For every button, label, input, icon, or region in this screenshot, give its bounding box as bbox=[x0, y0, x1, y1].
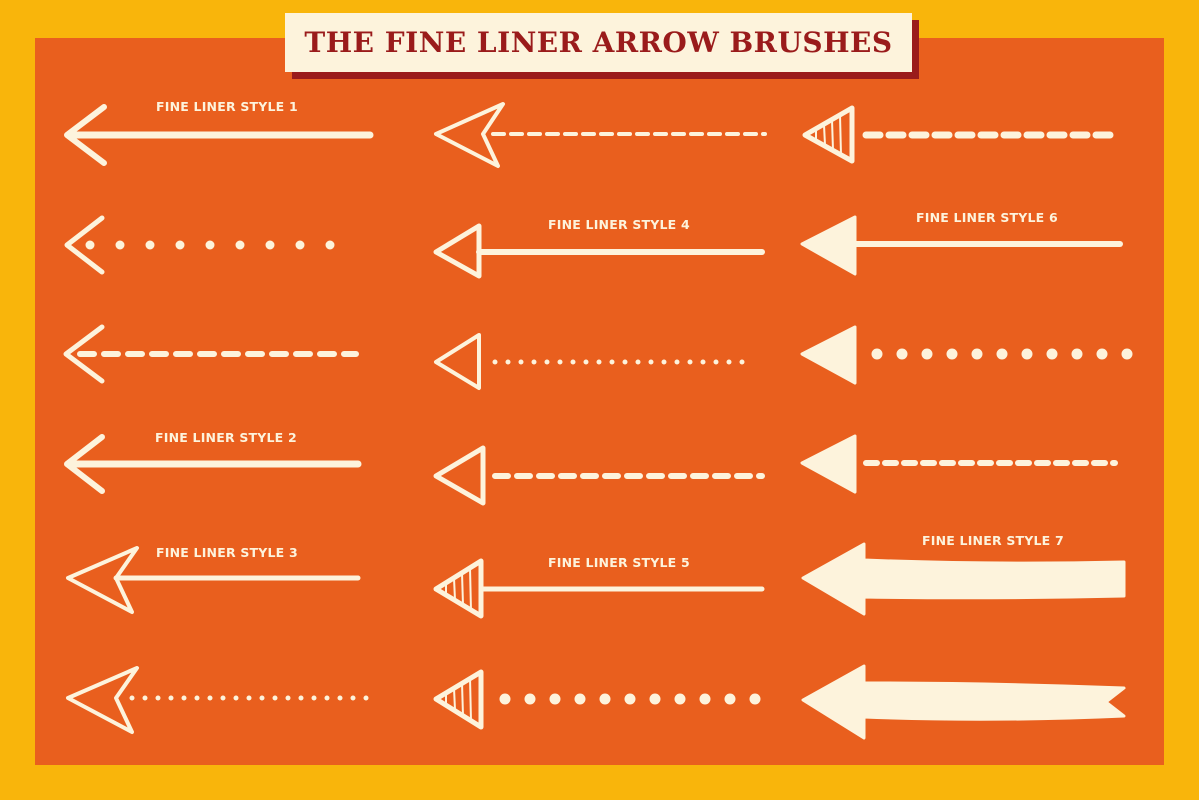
arrow-style-2-solid bbox=[64, 434, 362, 494]
arrow-style-4-triangle-solid bbox=[433, 223, 765, 279]
arrow-panel bbox=[35, 38, 1164, 765]
style-7-label: FINE LINER STYLE 7 bbox=[922, 533, 1064, 548]
arrow-filled-dashed bbox=[800, 434, 1118, 494]
page-title: THE FINE LINER ARROW BRUSHES bbox=[304, 26, 893, 59]
style-4-label: FINE LINER STYLE 4 bbox=[548, 217, 690, 232]
style-5-label: FINE LINER STYLE 5 bbox=[548, 555, 690, 570]
arrow-hatched-big-dots bbox=[433, 669, 766, 730]
arrow-triangle-dashed bbox=[433, 445, 765, 506]
style-6-label: FINE LINER STYLE 6 bbox=[916, 210, 1058, 225]
arrow-ribbon-block bbox=[801, 664, 1126, 740]
arrow-outline-head-dotted bbox=[66, 666, 371, 734]
arrow-chevron-dotted bbox=[64, 215, 365, 275]
arrow-triangle-small-dots bbox=[434, 333, 755, 390]
title-box: THE FINE LINER ARROW BRUSHES bbox=[285, 13, 912, 72]
arrow-filled-big-dots bbox=[800, 325, 1134, 385]
arrow-outline-head-dashed bbox=[434, 102, 767, 168]
arrow-style-6-filled-solid bbox=[800, 215, 1123, 276]
arrow-style-3-outline-head bbox=[66, 546, 361, 614]
arrow-chevron-dashed bbox=[63, 324, 359, 384]
arrow-style-7-block bbox=[801, 542, 1126, 616]
style-1-label: FINE LINER STYLE 1 bbox=[156, 99, 298, 114]
arrow-style-1-solid bbox=[64, 104, 374, 166]
arrow-hatched-dashed bbox=[802, 105, 1122, 164]
style-2-label: FINE LINER STYLE 2 bbox=[155, 430, 297, 445]
arrow-style-5-hatched-solid bbox=[433, 558, 765, 619]
style-3-label: FINE LINER STYLE 3 bbox=[156, 545, 298, 560]
